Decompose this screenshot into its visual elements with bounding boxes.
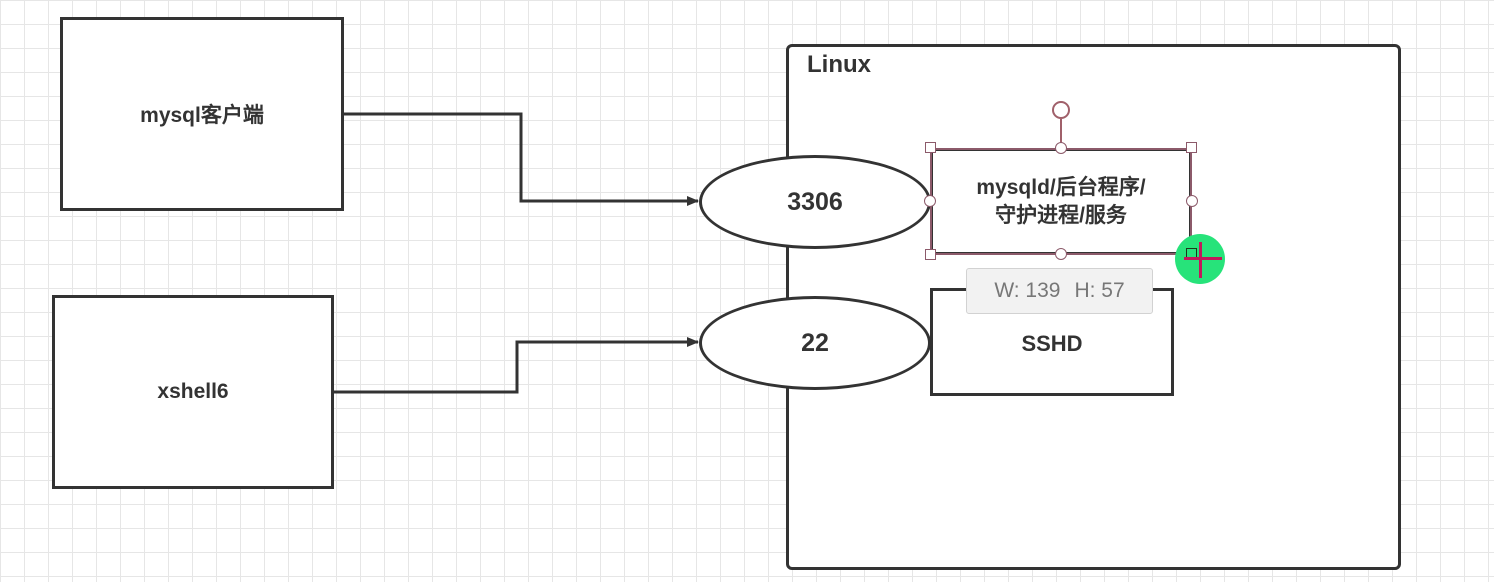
xshell-box[interactable]: xshell6 <box>52 295 334 489</box>
sshd-label: SSHD <box>1021 331 1083 356</box>
crosshair-cursor-icon <box>1184 257 1222 260</box>
mysqld-label-line2: 守护进程/服务 <box>995 203 1127 227</box>
xshell-label: xshell6 <box>157 380 229 403</box>
tooltip-width: W: 139 <box>994 279 1061 302</box>
linux-label: Linux <box>807 51 871 78</box>
mysql-client-box[interactable]: mysql客户端 <box>60 17 344 211</box>
mysql-client-label: mysql客户端 <box>140 104 264 127</box>
resize-handle-top[interactable] <box>1055 142 1067 154</box>
port-22-ellipse[interactable]: 22 <box>699 296 931 390</box>
mysqld-label-line1: mysqld/后台程序/ <box>976 175 1146 199</box>
resize-handle-top-left[interactable] <box>925 142 936 153</box>
mysqld-box[interactable]: mysqld/后台程序/ 守护进程/服务 <box>930 148 1192 255</box>
resize-handle-bottom-left[interactable] <box>925 249 936 260</box>
resize-handle-right[interactable] <box>1186 195 1198 207</box>
rotate-handle[interactable] <box>1052 101 1070 119</box>
port-3306-ellipse[interactable]: 3306 <box>699 155 931 249</box>
rotate-handle-stem <box>1060 119 1062 147</box>
resize-handle-bottom[interactable] <box>1055 248 1067 260</box>
resize-handle-left[interactable] <box>924 195 936 207</box>
edge-xshell-to-22[interactable] <box>333 337 699 394</box>
size-tooltip: W: 139 H: 57 <box>966 268 1153 314</box>
resize-handle-top-right[interactable] <box>1186 142 1197 153</box>
crosshair-cursor-icon-vertical <box>1199 242 1202 278</box>
port-3306-label: 3306 <box>787 187 843 216</box>
edge-mysql-client-to-3306[interactable] <box>343 112 699 206</box>
tooltip-height: H: 57 <box>1074 279 1125 302</box>
port-22-label: 22 <box>801 328 829 357</box>
